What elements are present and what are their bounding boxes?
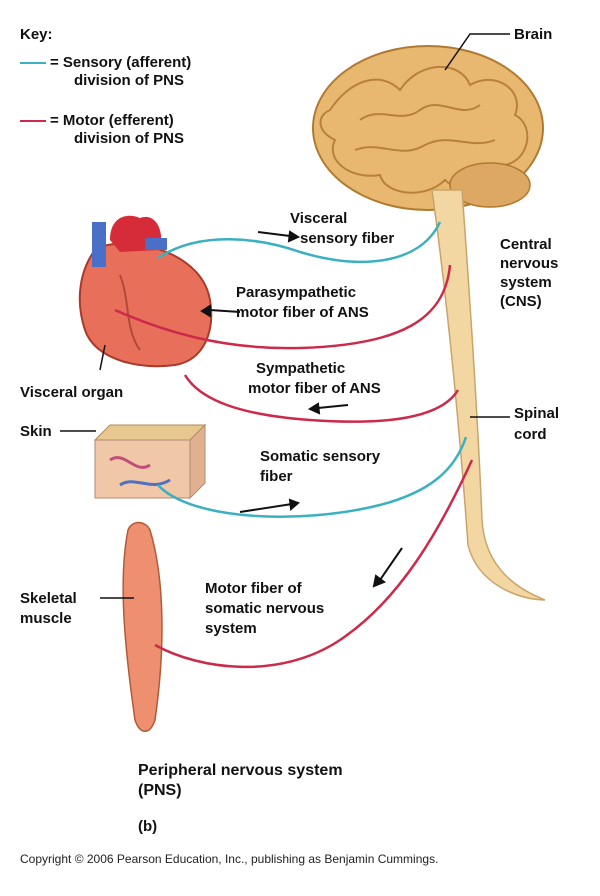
visceral-sensory-fiber bbox=[157, 221, 442, 264]
key-item-motor: = Motor (efferent) division of PNS bbox=[20, 112, 184, 148]
somatic-sensory-fiber bbox=[157, 436, 468, 518]
key-item-sensory: = Sensory (afferent) division of PNS bbox=[20, 54, 191, 90]
cns-label-1: Central bbox=[500, 236, 552, 253]
brain-illustration bbox=[312, 45, 544, 211]
somatic-motor-fiber bbox=[154, 459, 474, 669]
skeletal-muscle-label-2: muscle bbox=[20, 610, 72, 627]
skin-label: Skin bbox=[20, 423, 52, 440]
leader-lines bbox=[60, 33, 510, 599]
cns-label-3: system bbox=[500, 274, 552, 291]
motor-line-swatch bbox=[20, 120, 46, 123]
skeletal-muscle-illustration bbox=[122, 521, 163, 732]
parasympathetic-label-1: Parasympathetic bbox=[236, 284, 357, 301]
somatic-sensory-label-1: Somatic sensory bbox=[260, 448, 381, 465]
motor-somatic-label-2: somatic nervous bbox=[205, 600, 325, 617]
heart-illustration bbox=[78, 215, 213, 368]
skeletal-muscle-label-1: Skeletal bbox=[20, 590, 77, 607]
motor-somatic-label-3: system bbox=[205, 620, 257, 637]
cns-label-4: (CNS) bbox=[500, 293, 542, 310]
sympathetic-label-1: Sympathetic bbox=[256, 360, 346, 377]
key-motor-line1: = Motor (efferent) bbox=[50, 112, 174, 129]
parasympathetic-motor-fiber bbox=[114, 264, 452, 350]
visceral-sensory-label-1: Visceral bbox=[290, 210, 348, 227]
spinal-cord-label-1: Spinal bbox=[514, 405, 560, 422]
cns-label-2: nervous bbox=[500, 255, 559, 272]
skin-illustration bbox=[93, 423, 207, 500]
spinal-cord-label-2: cord bbox=[514, 426, 547, 443]
copyright-notice: Copyright © 2006 Pearson Education, Inc.… bbox=[20, 852, 439, 866]
sensory-line-swatch bbox=[20, 62, 46, 65]
pns-label-2: (PNS) bbox=[138, 782, 182, 799]
key-motor-line2: division of PNS bbox=[74, 130, 185, 147]
sympathetic-label-2: motor fiber of ANS bbox=[248, 380, 381, 397]
key-sensory-line2: division of PNS bbox=[74, 72, 185, 89]
somatic-sensory-label-2: fiber bbox=[260, 468, 293, 485]
visceral-organ-label: Visceral organ bbox=[20, 384, 124, 401]
key-title: Key: bbox=[20, 26, 53, 43]
sympathetic-motor-fiber bbox=[183, 374, 460, 423]
key-sensory-line1: = Sensory (afferent) bbox=[50, 54, 192, 71]
spinal-cord bbox=[431, 189, 546, 601]
brain-label: Brain bbox=[514, 26, 553, 43]
direction-arrows bbox=[200, 230, 403, 588]
pns-label-1: Peripheral nervous system bbox=[138, 762, 343, 779]
motor-somatic-label-1: Motor fiber of bbox=[205, 580, 302, 597]
visceral-sensory-label-2: sensory fiber bbox=[300, 230, 395, 247]
parasympathetic-label-2: motor fiber of ANS bbox=[236, 304, 369, 321]
panel-label: (b) bbox=[138, 818, 158, 835]
